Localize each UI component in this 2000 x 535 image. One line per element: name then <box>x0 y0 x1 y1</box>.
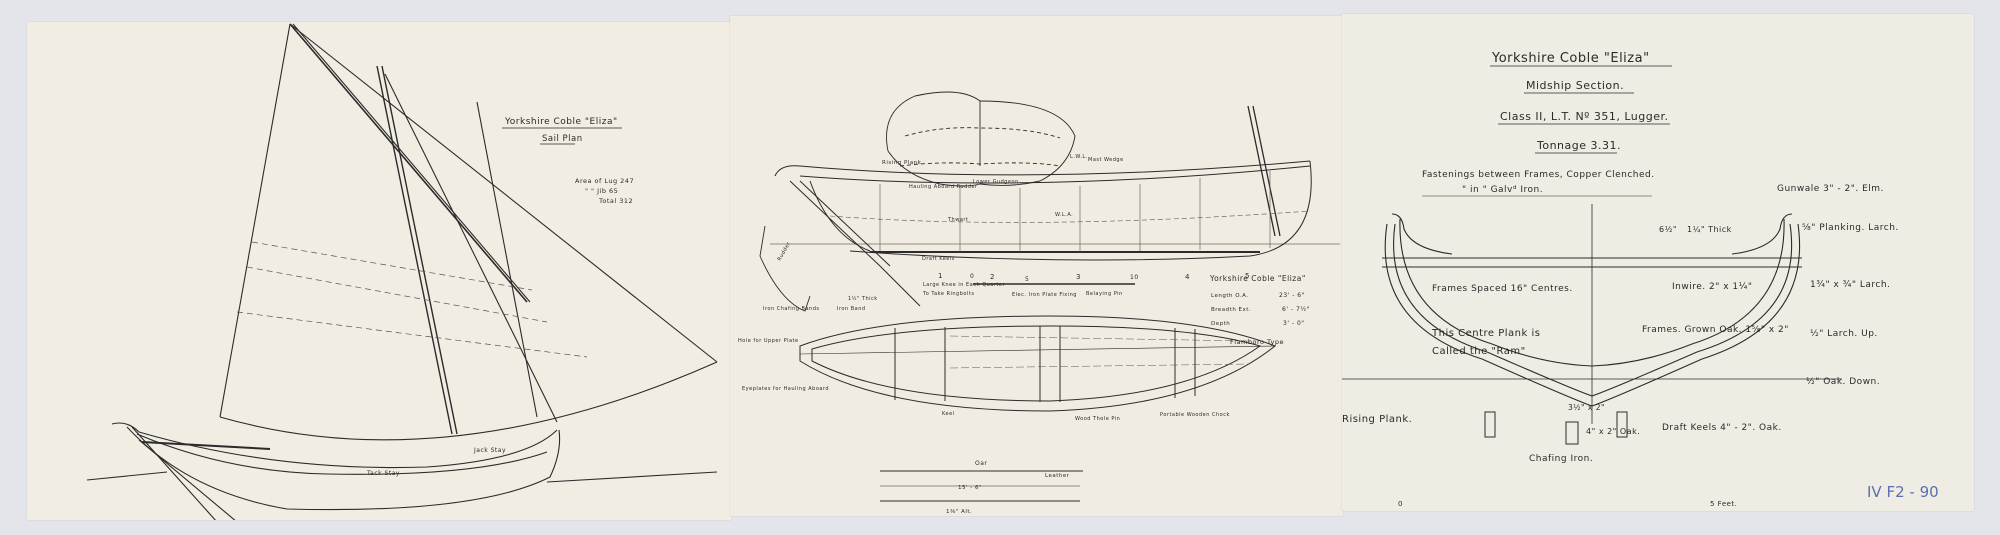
deck-plan <box>799 315 1276 412</box>
particulars-row-value: 23' - 6" <box>1279 292 1305 299</box>
thick-callout: 1¼" Thick <box>1687 225 1732 234</box>
belaying-pin-label: Belaying Pin <box>1086 291 1123 297</box>
tack-stay-label: Tack Stay <box>366 470 400 477</box>
section-number: 3 <box>1076 273 1081 281</box>
ram-dim-callout: 3½" x 2" <box>1568 403 1605 412</box>
profile-scale-mark: 5 <box>1025 276 1029 283</box>
scale-start: 0 <box>1398 500 1403 508</box>
larch-up-callout: ½" Larch. Up. <box>1810 329 1878 339</box>
section-number: 1 <box>938 272 943 280</box>
fastenings-line-1: Fastenings between Frames, Copper Clench… <box>1422 170 1655 180</box>
section-number: 4 <box>1185 273 1190 281</box>
profile-scale-mark: 10 <box>1130 274 1139 281</box>
lwl-label: L.W.L. <box>1070 154 1088 160</box>
larch-dim-callout: 1¾" x ¾" Larch. <box>1810 280 1890 290</box>
particulars-row-label: Depth <box>1211 321 1230 327</box>
tonnage: Tonnage 3.31. <box>1536 139 1621 152</box>
construction-drawing: 1 2 3 4 5 0 5 10 Oar Leather 15' - 6" 1⅜… <box>738 91 1340 515</box>
area-total: Total 312 <box>598 197 633 205</box>
sail-plan-drawing: 5 10 Yorkshire Coble "Eliza" Sail Plan A… <box>86 23 718 520</box>
class-line: Class II, L.T. Nº 351, Lugger. <box>1500 110 1669 123</box>
oar-drawing <box>880 470 1083 502</box>
particulars-row-value: 3' - 0" <box>1283 320 1305 327</box>
keel-dim-callout: 4" x 2" Oak. <box>1586 427 1640 436</box>
rising-plank-label: Rising Plank <box>882 160 922 166</box>
section-number: 5 <box>1245 272 1250 280</box>
gunwale-callout: Gunwale 3" - 2". Elm. <box>1777 184 1884 194</box>
particulars-row-label: Length O.A. <box>1211 293 1249 299</box>
sail-plan-title: Yorkshire Coble "Eliza" <box>504 117 618 127</box>
draft-keels-label: Draft Keels <box>922 256 955 262</box>
to-take-label: To Take Ringbolts <box>922 291 974 297</box>
thwart-label: Thwart <box>947 217 968 223</box>
sail-plan-sheet: 5 10 Yorkshire Coble "Eliza" Sail Plan A… <box>27 22 731 520</box>
fifteen-thick-label: 1½" Thick <box>848 295 878 302</box>
iron-band-label: Iron Band <box>837 306 866 312</box>
particulars-title: Yorkshire Coble "Eliza" <box>1209 274 1306 283</box>
centre-plank-line-2: Called the "Ram" <box>1432 346 1526 357</box>
area-lug: Area of Lug 247 <box>575 177 634 185</box>
inwire-callout: Inwire. 2" x 1¼" <box>1672 282 1752 292</box>
iron-chafing-label: Iron Chafing Bands <box>763 306 820 312</box>
area-jib: " " Jib 65 <box>585 187 618 195</box>
wla-label: W.L.A. <box>1055 212 1073 218</box>
particulars-row-label: Breadth Ext. <box>1211 307 1251 313</box>
keel-label: Keel <box>942 411 955 417</box>
eyeplates-label: Eyeplates for Hauling Aboard <box>742 386 829 392</box>
elec-iron-label: Elec. Iron Plate Fixing <box>1012 292 1077 298</box>
rising-plank-callout: Rising Plank. <box>1342 414 1412 425</box>
section-number: 2 <box>990 273 995 281</box>
hull-section <box>1342 204 1842 445</box>
midship-section-drawing: 0 5 Feet. Yorkshire Coble "Eliza" Midshi… <box>1342 51 1899 508</box>
oak-down-callout: ½" Oak. Down. <box>1806 377 1880 387</box>
chafing-iron-callout: Chafing Iron. <box>1529 454 1593 464</box>
fastenings-line-2: " in " Galvᵈ Iron. <box>1462 185 1543 195</box>
lower-gudgeon-label: Lower Gudgeon <box>973 179 1019 185</box>
body-plan <box>886 91 1076 187</box>
particulars-row-value: 6' - 7½" <box>1282 306 1310 313</box>
hauling-rudder-label: Hauling Aboard Rudder <box>909 184 978 190</box>
frames-spaced-callout: Frames Spaced 16" Centres. <box>1432 284 1573 294</box>
oar-label: Oar <box>975 460 987 467</box>
wood-thole-label: Wood Thole Pin <box>1075 416 1120 422</box>
planking-callout: ⅝" Planking. Larch. <box>1802 223 1899 233</box>
portable-chock-label: Portable Wooden Chock <box>1160 412 1230 418</box>
hole-plate-label: Hole for Upper Plate <box>738 338 799 344</box>
sail-plan-subtitle: Sail Plan <box>542 134 583 144</box>
midship-subtitle: Midship Section. <box>1526 79 1624 92</box>
large-knee-label: Large Knee in Each Quarter <box>923 282 1005 288</box>
profile-scale-mark: 0 <box>970 273 974 280</box>
oar-length-label: 15' - 6" <box>958 485 982 491</box>
particulars-type: Flamboro Type <box>1230 338 1284 346</box>
midship-title: Yorkshire Coble "Eliza" <box>1491 51 1650 66</box>
centre-plank-line-1: This Centre Plank is <box>1431 328 1540 339</box>
six-half-callout: 6½" <box>1659 225 1677 234</box>
draft-keels-callout: Draft Keels 4" - 2". Oak. <box>1662 423 1782 433</box>
oar-extra-label: 1⅜" Alt. <box>946 509 972 515</box>
leather-label: Leather <box>1045 473 1070 479</box>
particulars-block: Yorkshire Coble "Eliza" Length O.A. 23' … <box>1209 274 1310 346</box>
jack-stay-label: Jack Stay <box>473 447 506 454</box>
scale-end: 5 Feet. <box>1710 500 1737 508</box>
construction-plan-sheet: 1 2 3 4 5 0 5 10 Oar Leather 15' - 6" 1⅜… <box>730 16 1343 516</box>
mast-wedge-label: Mast Wedge <box>1088 157 1124 163</box>
frames-oak-callout: Frames. Grown Oak. 1⅝" x 2" <box>1642 325 1789 335</box>
midship-section-sheet: 0 5 Feet. Yorkshire Coble "Eliza" Midshi… <box>1342 14 1974 511</box>
